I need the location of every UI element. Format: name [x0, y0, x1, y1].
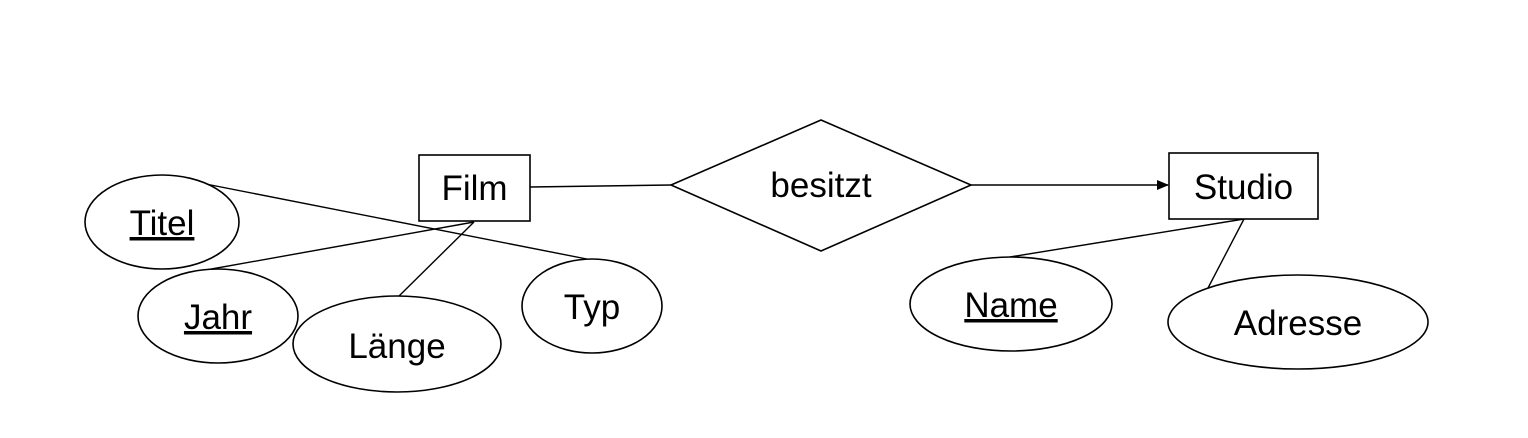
entity-studio-box	[1168, 152, 1319, 220]
edge-film-besitzt	[529, 184, 672, 188]
attribute-jahr-ellipse	[137, 268, 299, 364]
attribute-adresse: Adresse	[1167, 274, 1429, 370]
attribute-laenge-label: Länge	[348, 327, 445, 366]
connections	[164, 175, 1245, 299]
attribute-titel-label: Titel	[130, 204, 195, 243]
edge-jahr-film	[205, 221, 475, 271]
attribute-titel-ellipse	[84, 174, 240, 270]
edge-laenge-film	[396, 221, 475, 299]
relationship-besitzt-label: besitzt	[770, 166, 871, 205]
attribute-typ-label: Typ	[564, 288, 620, 327]
attribute-typ-ellipse	[521, 258, 663, 354]
relationship-besitzt-diamond	[669, 119, 973, 252]
attribute-laenge-ellipse	[292, 295, 502, 393]
attribute-name-ellipse	[909, 256, 1113, 352]
attribute-typ: Typ	[521, 258, 663, 354]
attribute-adresse-label: Adresse	[1234, 304, 1362, 343]
attribute-adresse-ellipse	[1167, 274, 1429, 370]
entity-studio: Studio	[1168, 152, 1319, 220]
entity-film-label: Film	[441, 169, 507, 208]
edge-adresse-studio	[1207, 218, 1245, 289]
edge-name-studio	[1009, 218, 1245, 258]
entity-film: Film	[418, 154, 531, 222]
attribute-name: Name	[909, 256, 1113, 352]
edge-titel-film	[164, 175, 603, 263]
attribute-laenge: Länge	[292, 295, 502, 393]
attribute-jahr: Jahr	[137, 268, 299, 364]
relationship-besitzt: besitzt	[669, 119, 973, 252]
entity-studio-label: Studio	[1194, 168, 1293, 207]
entity-film-box	[418, 154, 531, 222]
attribute-jahr-label: Jahr	[184, 298, 252, 337]
attribute-titel: Titel	[84, 174, 240, 270]
attribute-name-label: Name	[964, 286, 1057, 325]
